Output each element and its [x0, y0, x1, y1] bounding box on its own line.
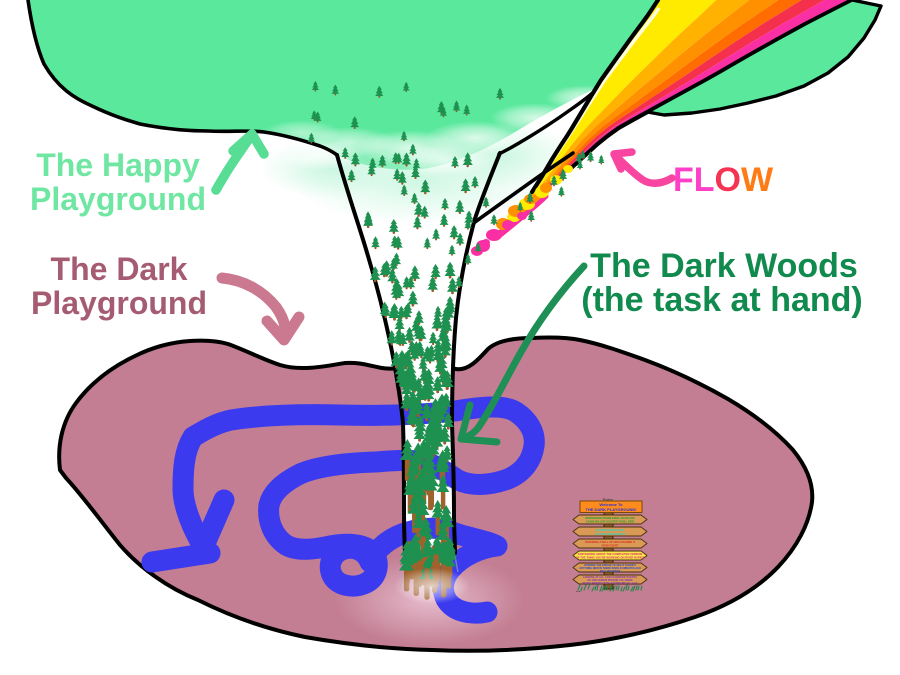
svg-text:Welcome To: Welcome To — [599, 502, 623, 507]
svg-text:ANYTHING NEW IN THERE SINCE 10: ANYTHING NEW IN THERE SINCE 10 MINUTES A… — [579, 567, 641, 570]
svg-text:REFRESHING PHONE EMAIL AGAIN A: REFRESHING PHONE EMAIL AGAIN AND — [585, 517, 634, 520]
svg-text:DEPRESSING NAP: DEPRESSING NAP — [596, 528, 624, 532]
svg-text:FLOW: FLOW — [673, 161, 774, 199]
svg-text:THE DARK PLAYGROUND!: THE DARK PLAYGROUND! — [585, 507, 636, 512]
svg-text:...: ... — [576, 588, 581, 594]
svg-text:Playground: Playground — [31, 285, 207, 321]
svg-text:(the task at hand): (the task at hand) — [581, 281, 862, 319]
svg-text:FANTASIZING ABOUT THE COMPLETE: FANTASIZING ABOUT THE COMPLETED VERSION — [578, 552, 643, 556]
svg-text:Playground: Playground — [30, 181, 206, 217]
svg-text:The Dark: The Dark — [51, 251, 188, 287]
svg-text:ACTION SLINGSHOT: ACTION SLINGSHOT — [595, 532, 626, 536]
svg-text:THROWING A BALL UP AND CATCHIN: THROWING A BALL UP AND CATCHING IT — [585, 541, 636, 544]
svg-text:Enter: Enter — [603, 497, 614, 502]
svg-text:OF THE THING YOU'RE WORKING ON: OF THE THING YOU'RE WORKING ON RIVER RAP… — [576, 556, 645, 560]
svg-text:The Dark Woods: The Dark Woods — [590, 247, 858, 285]
svg-text:OPENING THE FRIDGE TO SEE IF T: OPENING THE FRIDGE TO SEE IF THERE'S — [584, 564, 636, 567]
svg-text:LOOKING AT ALL 1,000 FACEBOOK: LOOKING AT ALL 1,000 FACEBOOK PHOTOS — [583, 576, 637, 579]
svg-text:AGAIN ROLLER COASTER THRILL RI: AGAIN ROLLER COASTER THRILL RIDE — [586, 521, 634, 524]
svg-text:FOOD COURT: FOOD COURT — [602, 545, 619, 548]
svg-text:OF ANN SENIOR PERSON YOU WERE: OF ANN SENIOR PERSON YOU WERE — [587, 579, 633, 582]
svg-text:NEVER FRIENDS WITH ADVENTURE V: NEVER FRIENDS WITH ADVENTURE VILLAGE — [582, 582, 637, 585]
svg-text:The Happy: The Happy — [36, 147, 200, 183]
svg-text:WILD MOUNTAIN: WILD MOUNTAIN — [600, 570, 621, 573]
